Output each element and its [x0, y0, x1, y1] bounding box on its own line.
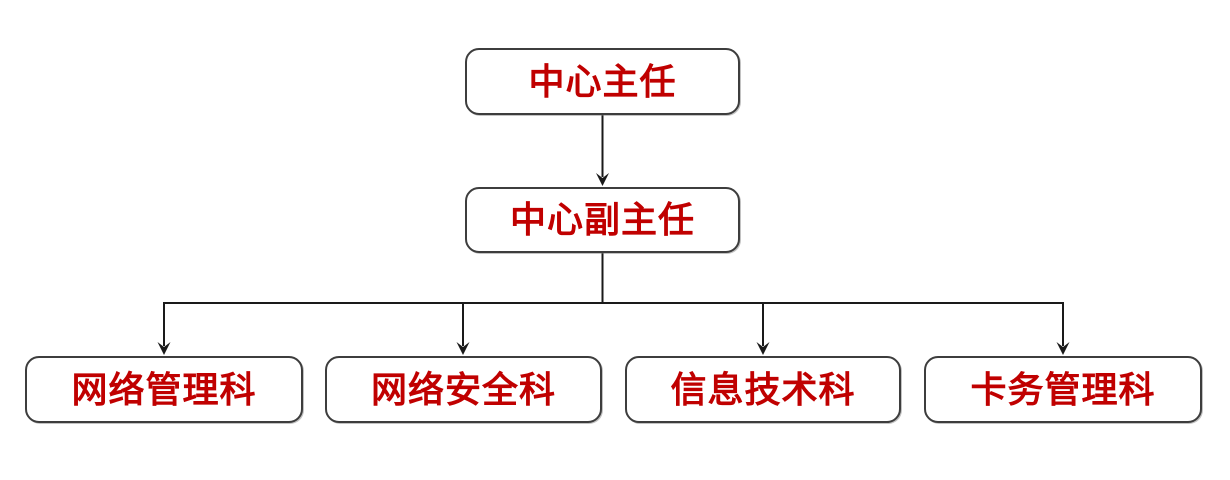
node-center-director-label: 中心主任	[528, 60, 677, 102]
node-card-services-label: 卡务管理科	[970, 368, 1156, 410]
arrowhead-dept-2	[456, 342, 470, 355]
arrowhead-dept-1	[157, 342, 171, 355]
node-deputy-director-label: 中心副主任	[509, 199, 695, 240]
arrowhead-deputy	[596, 173, 609, 186]
node-network-security-label: 网络安全科	[370, 368, 556, 410]
node-center-director: 中心主任	[465, 48, 740, 115]
node-card-services: 卡务管理科	[924, 356, 1202, 423]
node-network-security: 网络安全科	[325, 356, 602, 423]
node-information-technology: 信息技术科	[625, 356, 901, 423]
node-network-management: 网络管理科	[25, 356, 303, 423]
node-network-management-label: 网络管理科	[71, 368, 257, 410]
arrowhead-dept-3	[756, 342, 770, 355]
node-deputy-director: 中心副主任	[465, 187, 740, 253]
node-information-technology-label: 信息技术科	[670, 368, 856, 410]
arrowhead-dept-4	[1056, 342, 1070, 355]
